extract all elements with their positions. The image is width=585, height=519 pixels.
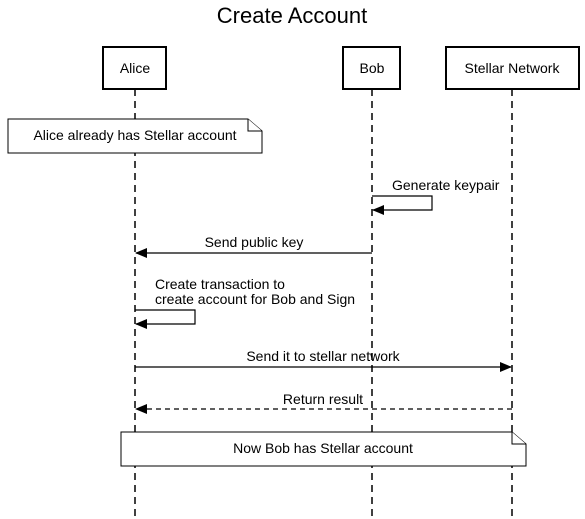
message-return-result-label: Return result — [283, 391, 363, 407]
actor-bob-label: Bob — [360, 60, 385, 76]
actor-alice: Alice — [102, 46, 167, 90]
note-alice-account-text: Alice already has Stellar account — [33, 127, 236, 143]
note-bob-account: Now Bob has Stellar account — [120, 431, 527, 467]
note-alice-account: Alice already has Stellar account — [7, 118, 263, 154]
message-generate-keypair: Generate keypair — [372, 177, 500, 215]
message-create-transaction-line1: Create transaction to — [155, 276, 285, 292]
message-send-public-key-label: Send public key — [205, 234, 304, 250]
message-send-public-key: Send public key — [135, 234, 372, 258]
actor-stellar-network: Stellar Network — [445, 46, 580, 90]
message-send-to-network-label: Send it to stellar network — [246, 348, 400, 364]
actor-stellar-network-label: Stellar Network — [465, 60, 561, 76]
note-bob-account-text: Now Bob has Stellar account — [233, 440, 413, 456]
actor-bob: Bob — [342, 46, 401, 90]
message-return-result: Return result — [135, 391, 512, 414]
message-send-to-network: Send it to stellar network — [135, 348, 512, 372]
message-generate-keypair-label: Generate keypair — [392, 177, 500, 193]
actor-alice-label: Alice — [120, 60, 151, 76]
message-create-transaction-line2: create account for Bob and Sign — [155, 291, 355, 307]
diagram-title: Create Account — [217, 3, 367, 28]
message-create-transaction: Create transaction to create account for… — [135, 276, 355, 329]
